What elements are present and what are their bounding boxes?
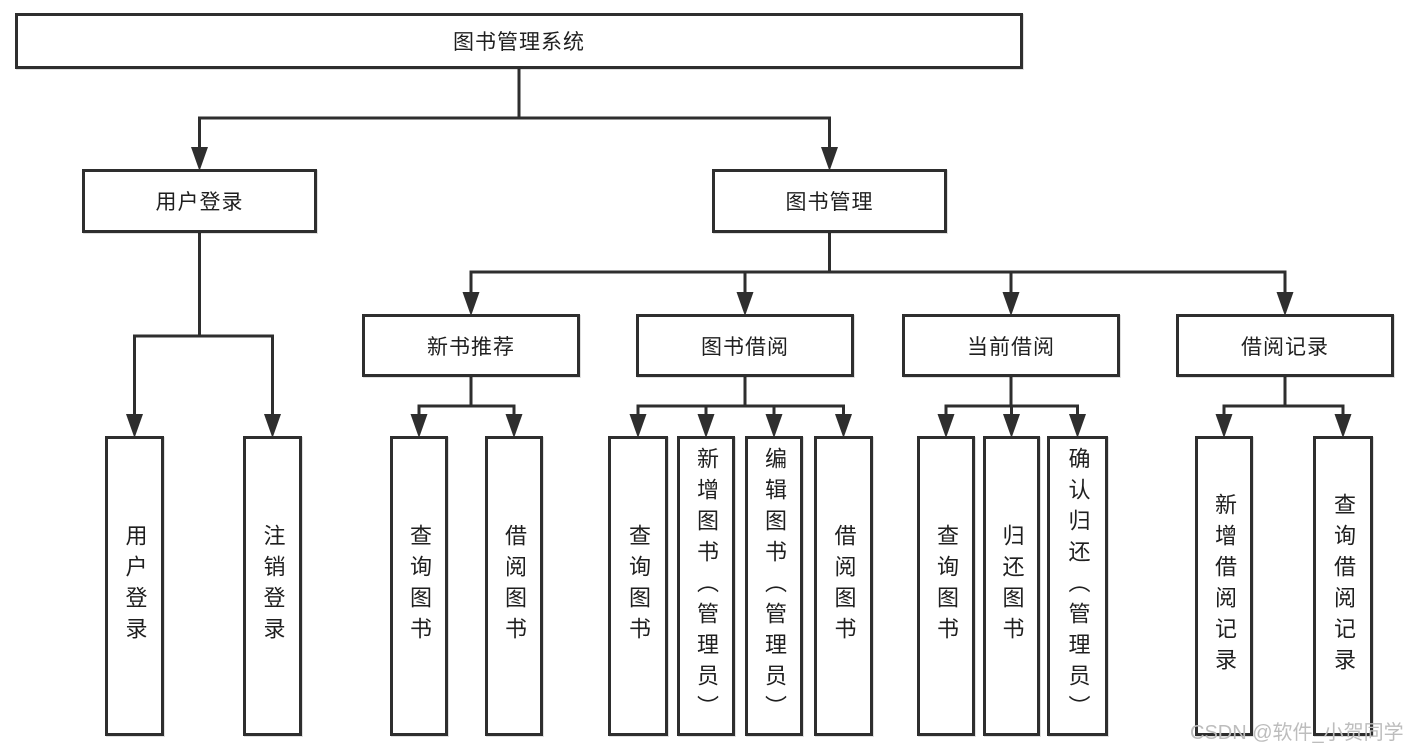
node-book-borrowing: 图书借阅 <box>636 314 854 377</box>
arrowhead-icon <box>1215 414 1233 438</box>
node-label-current-borrowing: 当前借阅 <box>967 335 1055 359</box>
node-label-book-management: 图书管理 <box>785 191 874 214</box>
node-book-management: 图书管理 <box>712 169 947 233</box>
arrowhead-icon <box>1276 292 1294 316</box>
node-bb-borrow-books: 借阅图书 <box>814 436 873 736</box>
node-label-user-login-action: 用户登录 <box>122 524 148 648</box>
node-label-bb-query-books: 查询图书 <box>626 524 651 648</box>
arrowhead-icon <box>1003 414 1020 438</box>
node-label-nb-query-books: 查询图书 <box>407 524 432 648</box>
node-label-cb-confirm-return-admin: 确认归还（管理员） <box>1065 446 1091 726</box>
node-library-system: 图书管理系统 <box>15 13 1023 69</box>
arrowhead-icon <box>1069 414 1086 438</box>
node-bb-add-books-admin: 新增图书（管理员） <box>677 436 735 736</box>
node-label-cb-return-books: 归还图书 <box>999 524 1025 648</box>
node-cb-confirm-return-admin: 确认归还（管理员） <box>1047 436 1108 736</box>
arrowhead-icon <box>126 414 143 438</box>
node-bb-query-books: 查询图书 <box>608 436 668 736</box>
arrowhead-icon <box>937 414 955 438</box>
node-label-bb-add-books-admin: 新增图书（管理员） <box>694 446 719 726</box>
arrowhead-icon <box>505 414 523 438</box>
node-label-new-book-recommend: 新书推荐 <box>427 335 515 359</box>
node-new-book-recommend: 新书推荐 <box>362 314 580 377</box>
node-label-cb-query-books: 查询图书 <box>934 524 959 648</box>
node-user-login-module: 用户登录 <box>82 169 317 233</box>
node-label-library-system: 图书管理系统 <box>453 31 585 54</box>
node-br-add-record: 新增借阅记录 <box>1195 436 1253 736</box>
arrowhead-icon <box>697 414 715 438</box>
node-label-logout-action: 注销登录 <box>260 524 286 648</box>
node-label-br-add-record: 新增借阅记录 <box>1212 493 1237 679</box>
arrowhead-icon <box>191 147 208 171</box>
node-cb-return-books: 归还图书 <box>983 436 1040 736</box>
node-label-book-borrowing: 图书借阅 <box>701 335 789 359</box>
arrowhead-icon <box>264 414 281 438</box>
arrowhead-icon <box>410 414 428 438</box>
node-label-nb-borrow-books: 借阅图书 <box>502 524 527 648</box>
arrowhead-icon <box>736 292 754 316</box>
arrowhead-icon <box>835 414 852 438</box>
node-logout-action: 注销登录 <box>243 436 302 736</box>
node-br-query-record: 查询借阅记录 <box>1313 436 1373 736</box>
node-label-user-login-module: 用户登录 <box>155 191 244 214</box>
arrowhead-icon <box>1002 292 1020 316</box>
node-borrowing-records: 借阅记录 <box>1176 314 1394 377</box>
node-bb-edit-books-admin: 编辑图书（管理员） <box>745 436 803 736</box>
node-user-login-action: 用户登录 <box>105 436 164 736</box>
node-nb-borrow-books: 借阅图书 <box>485 436 543 736</box>
node-nb-query-books: 查询图书 <box>390 436 448 736</box>
arrowhead-icon <box>462 292 480 316</box>
node-label-br-query-record: 查询借阅记录 <box>1331 493 1356 679</box>
arrowhead-icon <box>821 147 838 171</box>
arrowhead-icon <box>629 414 647 438</box>
node-label-borrowing-records: 借阅记录 <box>1241 335 1329 359</box>
node-label-bb-borrow-books: 借阅图书 <box>831 524 857 648</box>
node-label-bb-edit-books-admin: 编辑图书（管理员） <box>762 446 787 726</box>
arrowhead-icon <box>1334 414 1352 438</box>
node-cb-query-books: 查询图书 <box>917 436 975 736</box>
node-current-borrowing: 当前借阅 <box>902 314 1120 377</box>
arrowhead-icon <box>765 414 783 438</box>
